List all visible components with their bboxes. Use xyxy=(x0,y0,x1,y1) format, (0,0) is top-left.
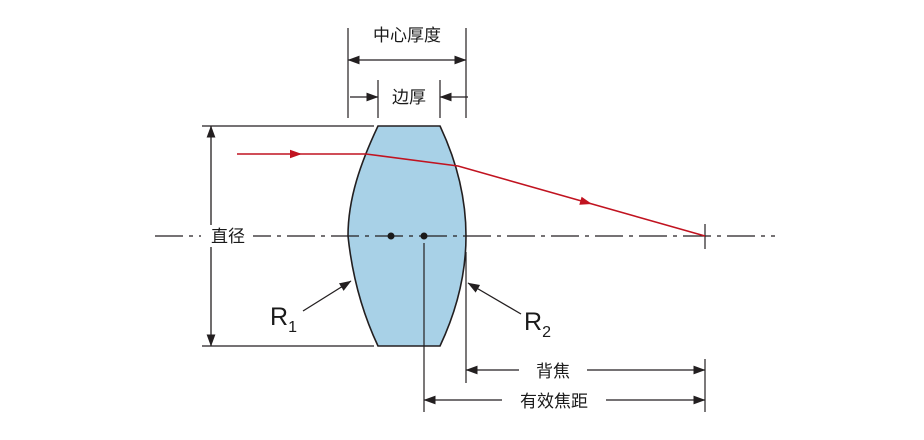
effective-focal-label-mask xyxy=(502,389,606,411)
principal-point-dot xyxy=(420,232,428,240)
biconvex-lens-shape xyxy=(347,125,467,347)
r2-leader-arrow xyxy=(467,282,522,315)
r1-leader-arrow xyxy=(302,280,352,312)
r1-label: R1 xyxy=(270,303,297,336)
r2-label-subscript: 2 xyxy=(542,324,551,341)
r2-label-base: R xyxy=(524,308,542,336)
light-ray-arrowhead-icon xyxy=(579,196,592,205)
r2-label: R2 xyxy=(524,308,551,341)
diameter-label: 直径 xyxy=(211,227,245,246)
light-ray xyxy=(237,153,706,237)
back-focal-label-mask xyxy=(519,359,587,381)
r1-label-subscript: 1 xyxy=(288,319,297,336)
edge-thickness-label: 边厚 xyxy=(392,88,426,107)
principal-point-dot xyxy=(387,232,395,240)
effective-focal-label: 有效焦距 xyxy=(520,392,588,411)
light-ray-arrowhead-icon xyxy=(290,149,302,159)
back-focal-label: 背焦 xyxy=(536,362,570,381)
r1-label-base: R xyxy=(270,303,288,331)
center-thickness-label: 中心厚度 xyxy=(373,26,441,45)
diameter-label-mask xyxy=(201,225,253,247)
